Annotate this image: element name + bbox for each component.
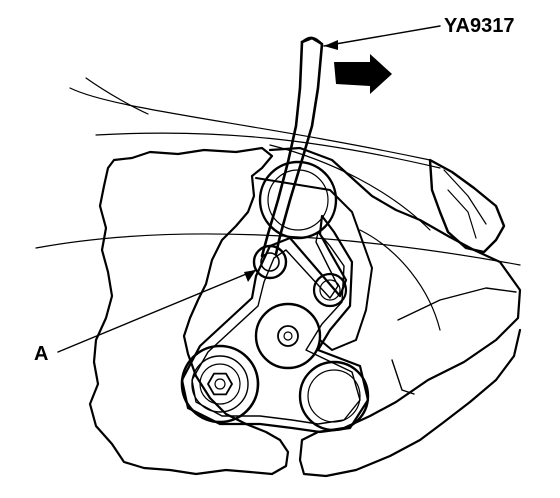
pointer-label: A: [34, 343, 48, 365]
pulley-bracket: [255, 177, 373, 351]
tool-handle: [260, 36, 324, 258]
small-idler-pulley: [312, 272, 348, 308]
tensioner-pivot: [252, 244, 288, 280]
crankshaft-bolt: [207, 372, 233, 396]
lower-pulley: [298, 360, 370, 432]
pointer-leader-line: [57, 269, 257, 353]
timing-cover: [268, 146, 522, 478]
tensioner-pulley: [254, 302, 322, 370]
tool-label: YA9317: [444, 15, 514, 37]
engine-block: [88, 146, 290, 476]
direction-arrow-icon: [334, 54, 392, 94]
tool-leader-line: [323, 25, 441, 47]
engine-mount: [428, 158, 506, 254]
upper-idler-pulley: [258, 160, 338, 240]
drive-belt: [180, 214, 370, 434]
